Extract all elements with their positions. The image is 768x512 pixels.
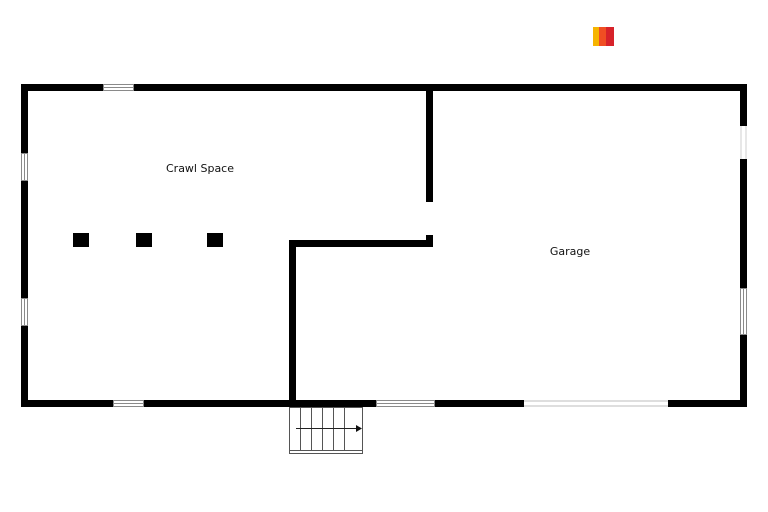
wall-interior-horizontal [289,240,433,247]
stair-arrow-icon [356,425,362,432]
pier-3 [207,233,223,247]
walls [21,84,747,407]
openings [426,126,747,407]
door-opening-right [740,126,747,159]
wall-interior-vertical-upper [426,84,433,247]
logo-bar-yellow [593,27,599,46]
pier-2 [136,233,152,247]
room-label-crawl-space: Crawl Space [166,162,234,175]
windows [21,84,747,407]
wall-right [740,84,747,407]
stairs-outline [289,407,363,454]
door-opening-interior [426,202,433,235]
wall-left [21,84,28,407]
garage-door-opening [524,400,668,407]
door-edges [740,126,747,159]
brand-logo [593,27,614,46]
room-label-garage: Garage [550,245,591,258]
logo-bar-orange [599,27,606,46]
stairs [289,407,363,454]
support-piers [73,233,223,247]
pier-1 [73,233,89,247]
wall-interior-vertical-lower [289,240,296,407]
logo-bar-red [606,27,614,46]
garage-door [524,400,668,407]
wall-top [21,84,747,91]
